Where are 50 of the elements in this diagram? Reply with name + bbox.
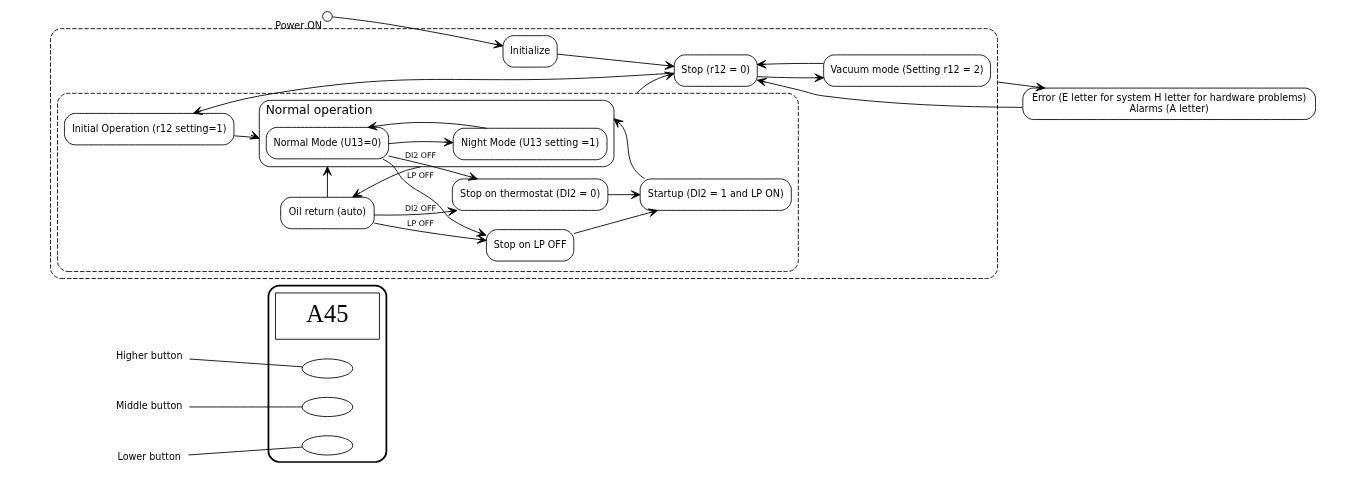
arrow (192, 72, 675, 115)
arrow (756, 73, 824, 83)
cluster (49, 28, 998, 279)
arrow (556, 53, 674, 70)
arrow (367, 121, 487, 131)
node-ellipse (301, 358, 353, 379)
cluster (267, 284, 387, 463)
arrow (351, 166, 421, 198)
node-box: Startup (DI2 = 1 and LP ON) (639, 178, 792, 211)
node-ellipse (301, 396, 353, 417)
node-box: Initial Operation (r12 setting=1) (63, 113, 234, 146)
node-box: Stop on LP OFF (485, 229, 574, 262)
arrow (322, 166, 332, 198)
node-box: Normal Mode (U13=0) (265, 126, 389, 160)
node-text: Middle button (115, 400, 182, 412)
node-box: Stop (r12 = 0) (673, 54, 758, 87)
edge-label: DI2 OFF (404, 151, 436, 161)
arrow (331, 16, 503, 49)
node-circle (321, 11, 333, 22)
node-box: Night Mode (U13 setting =1) (452, 127, 607, 161)
node-box: Initialize (502, 35, 558, 68)
arrow (756, 77, 1023, 108)
arrow (572, 208, 658, 234)
connector (188, 358, 303, 368)
node-label: Power ON (274, 19, 322, 31)
arrow (373, 207, 457, 216)
node-box: A45 (274, 292, 380, 340)
arrow (373, 222, 487, 244)
arrow (996, 81, 1045, 92)
arrow (387, 137, 453, 147)
node-text: Lower button (116, 451, 181, 463)
arrow (635, 71, 674, 94)
node-text: Higher button (115, 349, 182, 361)
node-box: Vacuum mode (Setting r12 = 2) (822, 54, 991, 87)
connector (187, 446, 303, 456)
node-box: Error (E letter for system H letter for hardware problems) Alarms (A letter) (1021, 87, 1316, 120)
edge-label: LP OFF (406, 171, 434, 181)
edge-label: DI2 OFF (404, 203, 436, 213)
arrow (381, 158, 486, 237)
arrow (606, 190, 640, 200)
edge-label: LP OFF (406, 219, 434, 229)
node-ellipse (301, 435, 353, 456)
arrow (233, 131, 260, 140)
connector (188, 406, 302, 408)
arrow (387, 155, 478, 181)
arrow (613, 118, 645, 180)
arrow (756, 59, 824, 69)
cluster (56, 92, 799, 272)
node-box: Stop on thermostat (DI2 = 0) (451, 178, 608, 211)
node-box: Oil return (auto) (279, 196, 375, 230)
